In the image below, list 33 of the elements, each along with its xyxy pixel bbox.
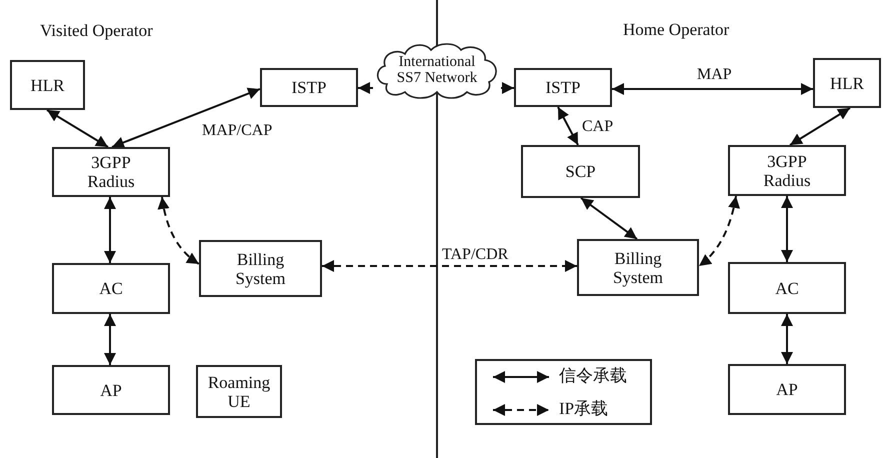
- process-box: ISTP: [514, 68, 612, 107]
- arrow: [112, 88, 260, 148]
- section-title: Home Operator: [623, 21, 730, 39]
- process-box: 3GPP Radius: [52, 147, 170, 197]
- arrow: [46, 109, 109, 148]
- arrow: [789, 107, 851, 146]
- arrow: [104, 197, 116, 263]
- section-title: Visited Operator: [40, 22, 153, 40]
- process-box: AP: [52, 365, 170, 415]
- process-box: SCP: [521, 145, 640, 198]
- process-box: Billing System: [199, 240, 322, 297]
- process-box: HLR: [813, 58, 881, 108]
- process-box: ISTP: [260, 68, 358, 107]
- arrow: [781, 314, 793, 364]
- process-box: HLR: [10, 60, 85, 110]
- arrow: [158, 196, 200, 265]
- arrow: [698, 196, 740, 267]
- arrow: [104, 314, 116, 365]
- process-box: AC: [728, 262, 846, 314]
- process-box: AP: [728, 364, 846, 415]
- arrow: [322, 260, 577, 272]
- arrow: [781, 196, 793, 262]
- arrow: [612, 83, 813, 95]
- legend-label: 信令承载: [559, 367, 627, 385]
- process-box: AC: [52, 263, 170, 314]
- arrow: [557, 106, 579, 146]
- arrow: [501, 82, 514, 94]
- process-box: 3GPP Radius: [728, 145, 846, 196]
- arrow: [358, 82, 373, 94]
- arrow: [580, 197, 638, 240]
- process-box: Billing System: [577, 239, 699, 296]
- legend-label: IP承载: [559, 400, 608, 418]
- process-box: Roaming UE: [196, 365, 282, 418]
